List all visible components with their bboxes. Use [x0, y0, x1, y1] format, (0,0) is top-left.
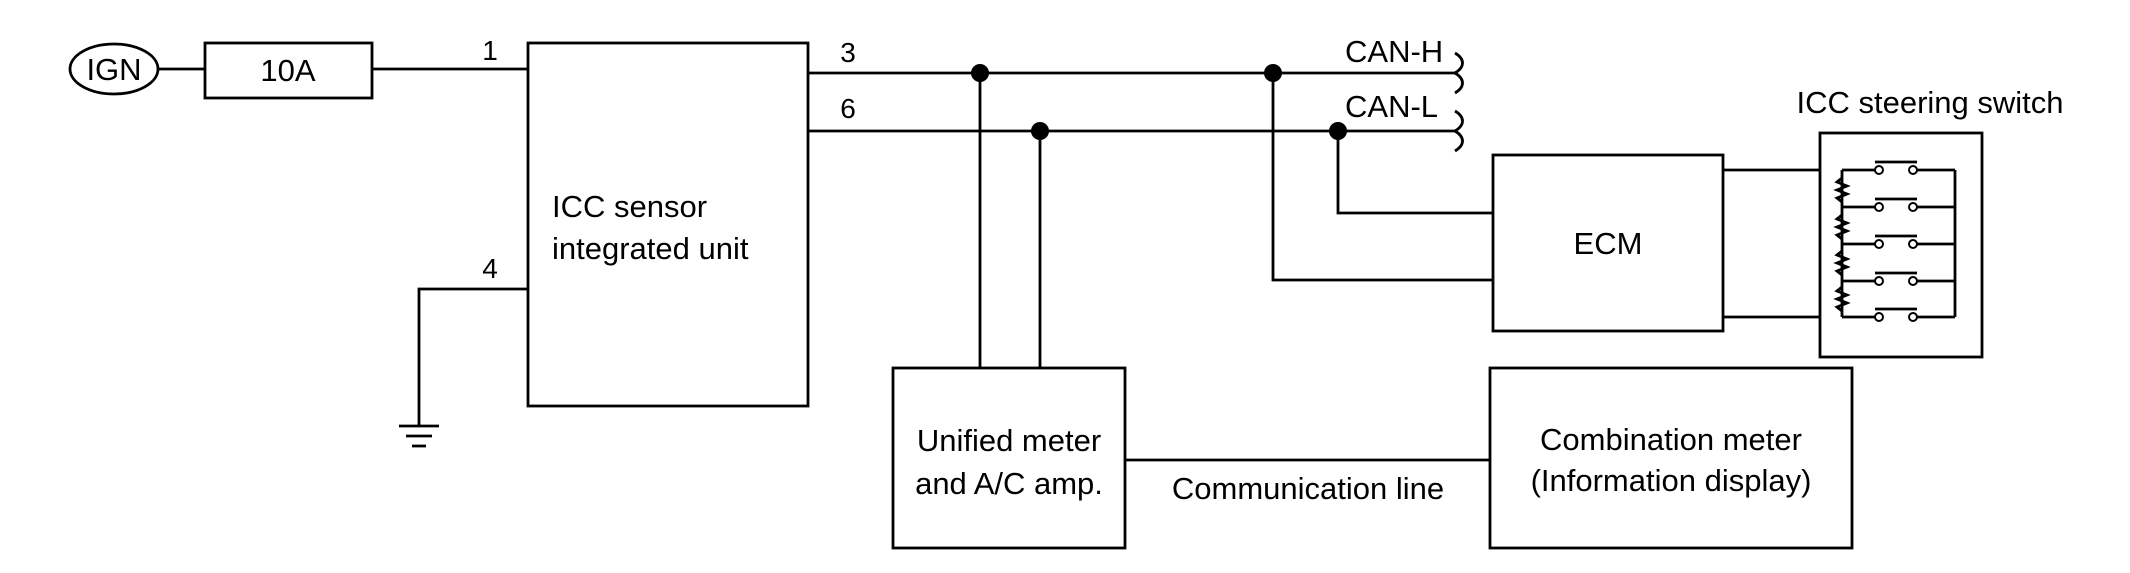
can-h-label: CAN-H	[1345, 34, 1443, 69]
icc-sensor-unit	[526, 41, 810, 408]
unified-meter-box	[891, 366, 1127, 550]
ign-label: IGN	[86, 52, 141, 87]
can-h-break-icon	[1454, 51, 1464, 95]
pin-6-label: 6	[840, 93, 856, 124]
wire-ecm-can-l	[1336, 131, 1493, 215]
wire-ecm-can-h	[1271, 73, 1493, 282]
icc-unit-label-line2: integrated unit	[552, 231, 749, 266]
pin-3-label: 3	[840, 37, 856, 68]
steering-switch-label: ICC steering switch	[1796, 85, 2063, 120]
unified-meter-label-line2: and A/C amp.	[915, 466, 1103, 501]
combination-meter-box	[1488, 366, 1854, 550]
pin-1-label: 1	[482, 35, 498, 66]
icc-unit-label-line1: ICC sensor	[552, 189, 707, 224]
can-l-label: CAN-L	[1345, 89, 1438, 124]
steering-switch-ladder-icon	[1833, 160, 1957, 322]
pin-4-label: 4	[482, 253, 498, 284]
ground-icon	[399, 424, 439, 448]
wire-ground	[417, 287, 528, 426]
ecm-box	[1491, 153, 1725, 333]
combination-meter-label-line1: Combination meter	[1540, 422, 1802, 457]
fuse-box	[203, 41, 374, 100]
can-l-break-icon	[1454, 109, 1464, 153]
unified-meter-label-line1: Unified meter	[917, 423, 1101, 458]
ecm-label: ECM	[1574, 226, 1643, 261]
fuse-label: 10A	[260, 53, 315, 88]
communication-line-label: Communication line	[1172, 471, 1444, 506]
combination-meter-label-line2: (Information display)	[1531, 463, 1812, 498]
